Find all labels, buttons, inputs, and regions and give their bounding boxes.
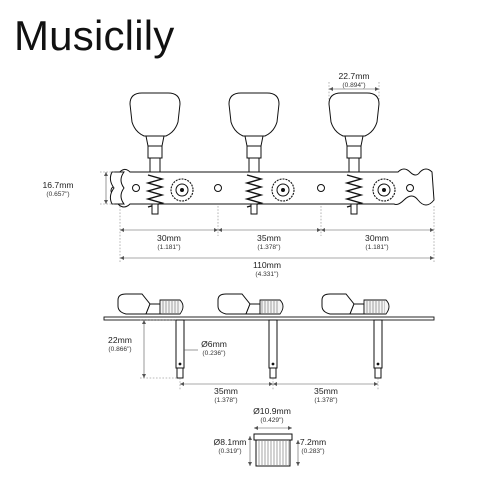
dim-spacing-left-in: (1.181") — [157, 244, 180, 251]
bushing — [253, 433, 293, 467]
dim-post-diameter: Ø6mm (0.236") — [184, 339, 227, 357]
dim-post-spacing-right-in: (1.378") — [314, 397, 337, 404]
side-button — [217, 293, 251, 315]
dim-post-spacing-left-in: (1.378") — [214, 397, 237, 404]
side-view-tuner — [103, 293, 435, 379]
dim-plate-height-mm: 16.7mm — [42, 180, 73, 190]
dim-bushing: Ø10.9mm (0.429") Ø8.1mm (0.319") 7.2mm (… — [214, 406, 326, 466]
dim-button-width-in: (0.894") — [342, 82, 365, 89]
tuner-button — [129, 92, 181, 137]
dim-post-length-in: (0.866") — [108, 346, 131, 353]
dim-post-diameter-in: (0.236") — [202, 350, 225, 357]
side-post — [373, 319, 383, 369]
dim-plate-height-in: (0.657") — [46, 191, 69, 198]
tuner-button — [228, 92, 280, 137]
dim-post-spacing-left-mm: 35mm — [214, 386, 238, 396]
bushing-cap — [253, 433, 293, 441]
dim-bushing-height-in: (0.283") — [301, 448, 324, 455]
side-tuner-3 — [321, 293, 390, 379]
dim-spacing-left-mm: 30mm — [157, 233, 181, 243]
dim-bushing-height-mm: 7.2mm — [300, 437, 326, 447]
dim-spacing-middle-mm: 35mm — [257, 233, 281, 243]
tuner-unit-1 — [129, 92, 194, 215]
side-post — [175, 319, 185, 369]
side-post — [268, 319, 278, 369]
tuner-unit-3 — [328, 92, 396, 215]
dim-post-diameter-mm: Ø6mm — [201, 339, 227, 349]
screw-hole — [317, 184, 325, 192]
dim-bushing-outer-in: (0.429") — [260, 417, 283, 424]
worm-gear — [145, 174, 165, 208]
dim-bushing-inner-mm: Ø8.1mm — [214, 437, 247, 447]
dim-plate-height: 16.7mm (0.657") — [42, 171, 116, 205]
dim-spacings: 30mm (1.181") 35mm (1.378") 30mm (1.181"… — [119, 206, 435, 278]
dim-total-length-mm: 110mm — [253, 260, 281, 270]
dim-bushing-inner-in: (0.319") — [218, 448, 241, 455]
tuner-button — [328, 92, 380, 137]
side-tuner-2 — [217, 293, 284, 379]
screw-hole — [406, 184, 414, 192]
top-view-tuner — [109, 92, 435, 215]
dim-post-spacing-right-mm: 35mm — [314, 386, 338, 396]
screw-hole — [214, 184, 222, 192]
side-button — [117, 293, 151, 315]
dim-total-length-in: (4.331") — [255, 271, 278, 278]
dim-bushing-outer-mm: Ø10.9mm — [253, 406, 291, 416]
dim-spacing-right-in: (1.181") — [365, 244, 388, 251]
brand-logo-text: Musiclily — [14, 12, 175, 59]
dim-post-spacings: 35mm (1.378") 35mm (1.378") — [179, 378, 379, 404]
dim-button-width: 22.7mm (0.894") — [328, 71, 380, 100]
dim-post-length: 22mm (0.866") — [108, 319, 176, 379]
tuner-plate-left-end — [109, 171, 125, 205]
side-tuner-1 — [117, 293, 185, 379]
worm-gear — [244, 174, 264, 208]
side-button — [321, 293, 355, 315]
dim-spacing-right-mm: 30mm — [365, 233, 389, 243]
dim-button-width-mm: 22.7mm — [338, 71, 369, 81]
dim-post-length-mm: 22mm — [108, 335, 132, 345]
worm-gear — [344, 174, 364, 208]
dim-spacing-middle-in: (1.378") — [257, 244, 280, 251]
tuner-unit-2 — [228, 92, 295, 215]
screw-hole — [132, 184, 140, 192]
